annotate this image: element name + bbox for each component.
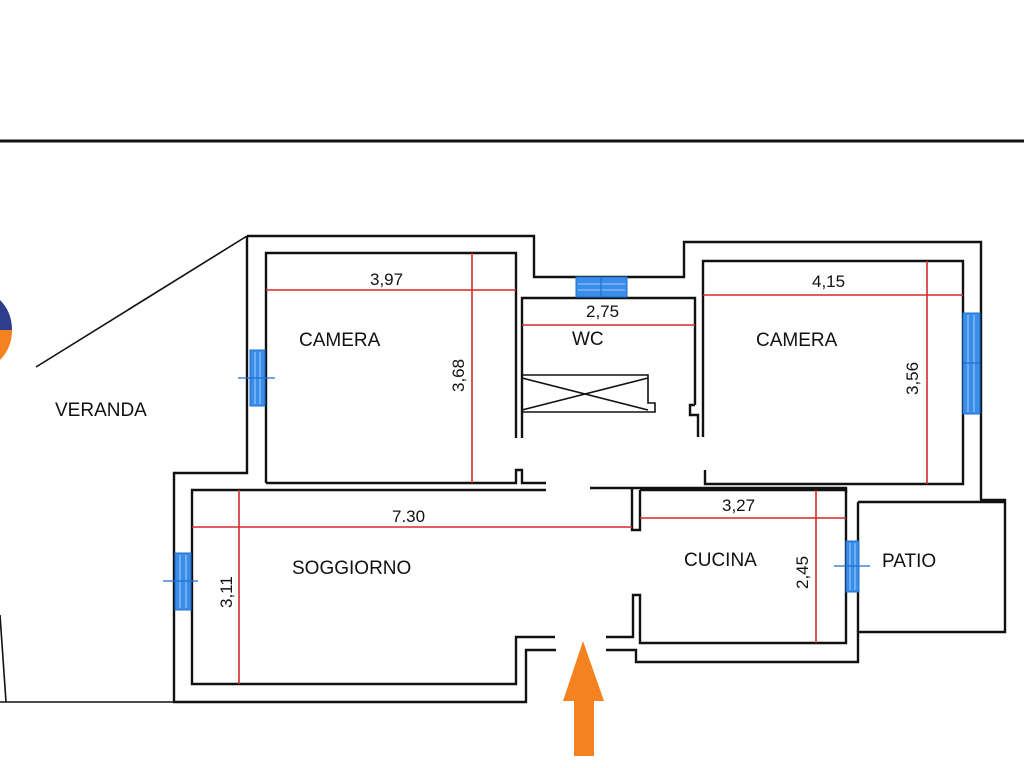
dimension-text-camera-2-depth: 3,56 <box>903 362 922 395</box>
window-cucina-patio-icon <box>834 540 870 593</box>
room-label-camera-2: CAMERA <box>756 330 838 351</box>
dimension-text-soggiorno-depth: 3,11 <box>217 576 236 608</box>
site-boundary-left <box>0 614 7 703</box>
dimension-text-camera-2-width: 4,15 <box>812 272 845 291</box>
veranda-edge <box>35 235 248 368</box>
dimension-text-cucina-depth: 2,45 <box>793 556 812 589</box>
dimension-lines <box>192 253 963 684</box>
window-wc-icon <box>575 276 628 298</box>
dimension-text-wc-width: 2,75 <box>586 302 619 321</box>
room-label-patio: PATIO <box>882 551 936 572</box>
room-label-soggiorno: SOGGIORNO <box>292 558 411 579</box>
dimension-text-soggiorno-width: 7.30 <box>392 507 425 526</box>
window-camera-2-icon <box>962 312 981 415</box>
room-label-veranda: VERANDA <box>55 400 147 421</box>
room-label-wc: WC <box>572 329 604 350</box>
room-label-camera-1: CAMERA <box>299 330 381 351</box>
dimension-text-camera-1-width: 3,97 <box>370 270 403 289</box>
outer-walls <box>172 234 1007 704</box>
window-camera-1-icon <box>238 349 275 407</box>
room-label-cucina: CUCINA <box>684 550 757 571</box>
logo-fragment-icon <box>0 300 12 360</box>
entrance-arrow-icon <box>563 641 604 756</box>
dimension-text-cucina-width: 3,27 <box>722 496 755 515</box>
dimension-text-camera-1-depth: 3,68 <box>449 359 468 392</box>
window-soggiorno-icon <box>163 552 198 611</box>
